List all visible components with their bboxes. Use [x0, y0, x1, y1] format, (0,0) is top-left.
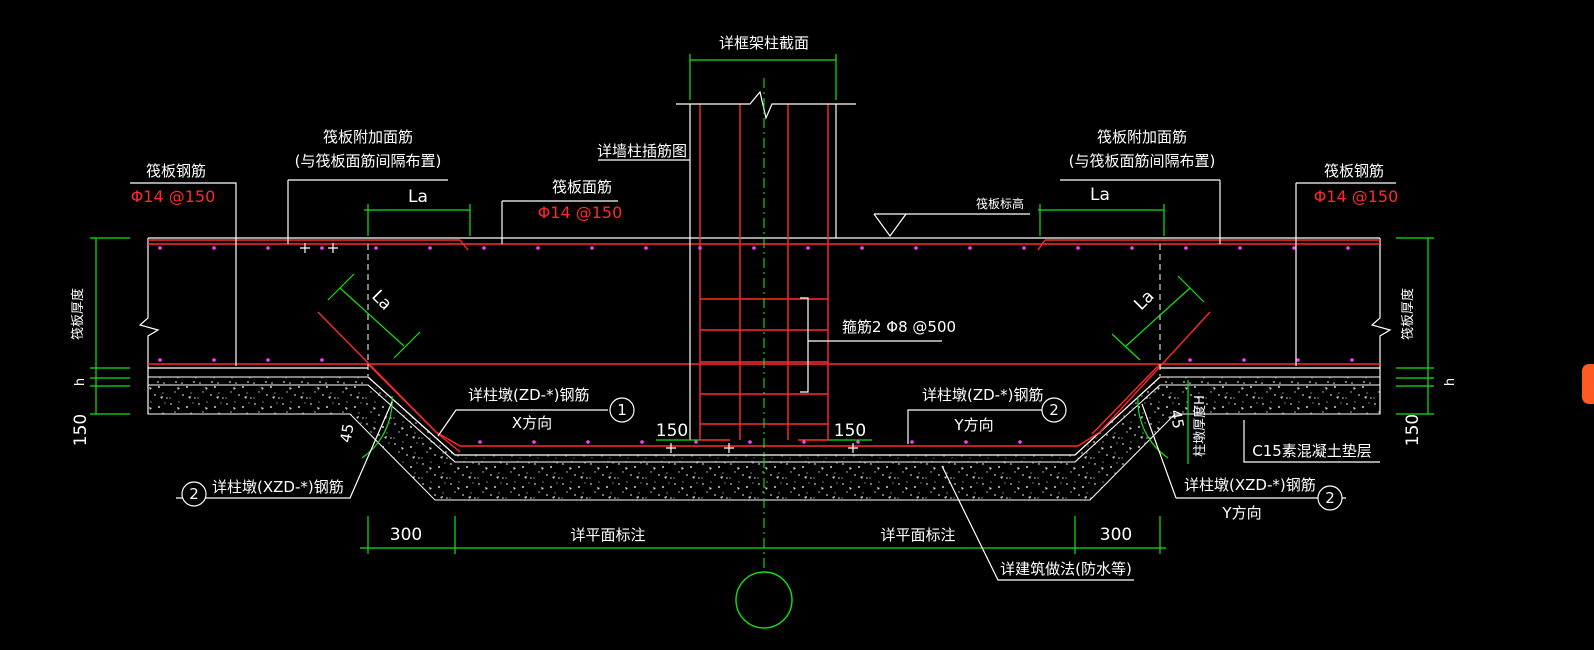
- raft-top-rebar: 筏板面筋: [552, 178, 612, 196]
- dim-300-left: 300: [390, 525, 422, 545]
- leader-lines: [130, 159, 1396, 581]
- rebar-dot: [694, 440, 698, 444]
- c15-cushion: C15素混凝土垫层: [1252, 442, 1372, 460]
- rebar-dot: [1242, 358, 1246, 362]
- axis-bubble[interactable]: [735, 571, 793, 629]
- rebar-dot: [802, 440, 806, 444]
- wall-dowel-label: 详墙柱插筋图: [597, 142, 687, 160]
- rebar-dot: [266, 358, 270, 362]
- rebar-dot: [698, 246, 702, 250]
- rebar-dot: [586, 440, 590, 444]
- rebar-dot: [266, 246, 270, 250]
- raft-thickness-left: 筏板厚度: [70, 288, 86, 340]
- rebar-dot: [644, 246, 648, 250]
- callout-bubbles[interactable]: [181, 397, 1343, 511]
- pier-zd-y-label: 详柱墩(ZD-*)钢筋: [922, 386, 1043, 404]
- raft-rebar-right-spec: Φ14 @150: [1314, 187, 1399, 206]
- dim-150-right: 150: [834, 421, 866, 441]
- rebar-dot: [1184, 246, 1188, 250]
- side-150-right: 150: [1403, 414, 1423, 446]
- rebar-dot: [1350, 358, 1354, 362]
- rebar-dots: [158, 246, 1354, 444]
- rebar-dot: [1346, 246, 1350, 250]
- dim-300-right: 300: [1100, 525, 1132, 545]
- rebar-dot: [428, 246, 432, 250]
- h-right: h: [1443, 378, 1458, 386]
- rebar-dot: [482, 246, 486, 250]
- rebar-dot: [212, 358, 216, 362]
- rebar-dot: [640, 440, 644, 444]
- side-150-left: 150: [71, 414, 91, 446]
- la-diag-left: La: [367, 286, 395, 314]
- stirrup-label: 箍筋2 Φ8 @500: [842, 318, 956, 336]
- rebar-dot: [212, 246, 216, 250]
- la-top-right: La: [1090, 185, 1110, 205]
- raft-add-top-right: 筏板附加面筋: [1097, 128, 1187, 146]
- rebar-dot: [1022, 246, 1026, 250]
- angle-left: 45: [337, 422, 358, 444]
- rebar-dot: [910, 440, 914, 444]
- pier-zd-y-dir: Y方向: [953, 416, 993, 434]
- column-outline: [676, 90, 856, 440]
- pier-xzd-right: 详柱墩(XZD-*)钢筋: [1184, 476, 1316, 494]
- plan-mark-left: 详平面标注: [570, 526, 645, 544]
- rebar-dot: [1292, 246, 1296, 250]
- bubble-2c-text: 2: [1325, 489, 1335, 507]
- rebar-dot: [532, 440, 536, 444]
- raft-rebar-left: 筏板钢筋: [146, 162, 206, 180]
- la-diag-right: La: [1130, 286, 1158, 314]
- rebar-dot: [1188, 358, 1192, 362]
- rebar-dot: [968, 246, 972, 250]
- bubble-1-text: 1: [617, 401, 627, 419]
- rebar-dot: [590, 246, 594, 250]
- raft-add-top-left-note: (与筏板面筋间隔布置): [295, 152, 442, 170]
- rebar-dot: [320, 246, 324, 250]
- pier-zd-x-dir: X方向: [512, 414, 552, 432]
- rebar-dot: [1130, 246, 1134, 250]
- pier-zd-x-label: 详柱墩(ZD-*)钢筋: [468, 386, 589, 404]
- rebar-dot: [914, 246, 918, 250]
- raft-rebar-right: 筏板钢筋: [1324, 162, 1384, 180]
- dim-150-left: 150: [656, 421, 688, 441]
- rebar-dot: [1076, 246, 1080, 250]
- angle-right: 45: [1166, 408, 1187, 430]
- center-axis: [367, 78, 1161, 629]
- dimension-lines: [90, 54, 1434, 554]
- bubble-2a-text: 2: [1049, 401, 1059, 419]
- rebar-dot: [752, 246, 756, 250]
- rebar-dot: [1238, 246, 1242, 250]
- rebar-dot: [748, 440, 752, 444]
- raft-add-top-right-note: (与筏板面筋间隔布置): [1069, 152, 1216, 170]
- column-section-label: 详框架柱截面: [719, 34, 809, 52]
- rebar-dot: [856, 440, 860, 444]
- raft-level-label: 筏板标高: [976, 196, 1024, 211]
- h-left: h: [73, 378, 88, 386]
- plus-markers: [300, 243, 858, 453]
- raft-thickness-right: 筏板厚度: [1400, 288, 1416, 340]
- bubble-2b-text: 2: [189, 485, 199, 503]
- rebar-dot: [964, 440, 968, 444]
- pier-xzd-left: 详柱墩(XZD-*)钢筋: [212, 478, 344, 496]
- rebar-dot: [158, 358, 162, 362]
- rebar-dot: [536, 246, 540, 250]
- rebar-dot: [320, 358, 324, 362]
- pier-xzd-right-dir: Y方向: [1221, 504, 1261, 522]
- rebar-dot: [158, 246, 162, 250]
- raft-top-rebar-spec: Φ14 @150: [538, 203, 623, 222]
- raft-add-top-left: 筏板附加面筋: [323, 128, 413, 146]
- side-panel-tab-icon[interactable]: [1582, 364, 1594, 404]
- raft-rebar-left-spec: Φ14 @150: [131, 187, 216, 206]
- plan-mark-right: 详平面标注: [880, 526, 955, 544]
- rebar-dot: [1296, 358, 1300, 362]
- rebar-dot: [374, 246, 378, 250]
- la-top-left: La: [408, 187, 428, 207]
- pier-thickness: 柱墩厚度H: [1192, 395, 1208, 457]
- arch-method-label: 详建筑做法(防水等): [1000, 560, 1132, 578]
- rebar-dot: [860, 246, 864, 250]
- rebar-dot: [806, 246, 810, 250]
- rebar-dot: [1018, 440, 1022, 444]
- rebar-dot: [478, 440, 482, 444]
